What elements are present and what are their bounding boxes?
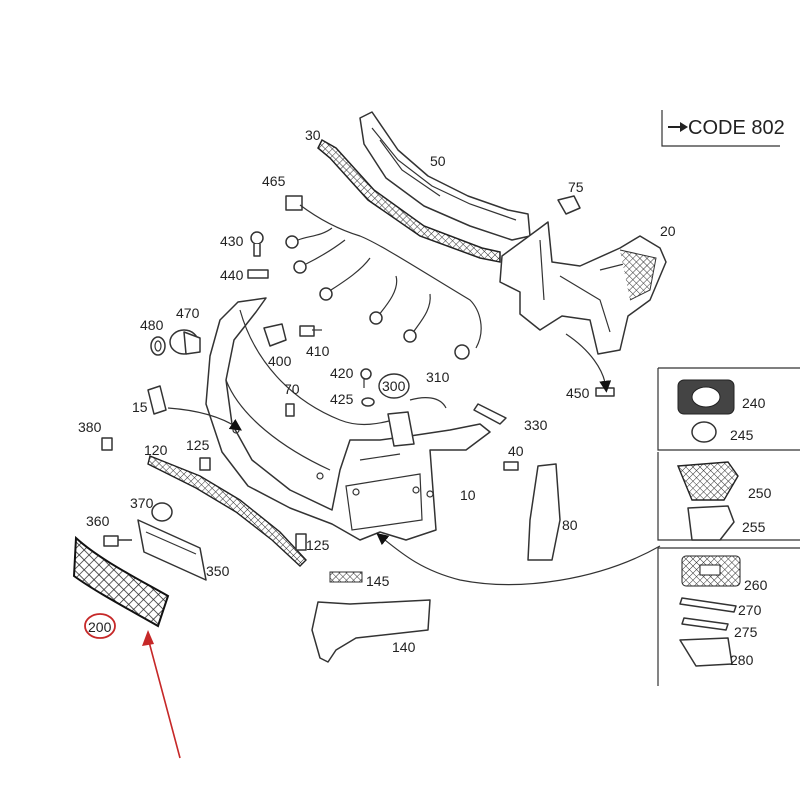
part-40-clip <box>503 461 519 471</box>
label-140: 140 <box>392 639 416 655</box>
part-440-clip <box>247 269 269 279</box>
part-310-cable <box>409 397 447 409</box>
arrow-head-icon <box>680 122 688 132</box>
code-label: CODE 802 <box>688 117 785 139</box>
label-440: 440 <box>220 267 244 283</box>
part-70-bolt <box>285 403 295 417</box>
leader-bumper-detail <box>376 533 661 586</box>
part-330-bar <box>473 403 507 425</box>
code-box: CODE 802 <box>661 110 785 147</box>
part-275-strip <box>681 617 729 631</box>
label-370: 370 <box>130 495 154 511</box>
label-125a: 125 <box>186 437 210 453</box>
part-450-screw <box>595 387 615 397</box>
part-360-bolt <box>103 535 132 547</box>
callout-circle-300 <box>378 373 410 399</box>
part-370-cap <box>151 502 173 522</box>
part-420-bolt <box>360 368 372 388</box>
label-10: 10 <box>460 487 476 503</box>
label-260: 260 <box>744 577 768 593</box>
label-380: 380 <box>78 419 102 435</box>
label-280: 280 <box>730 652 754 668</box>
label-425: 425 <box>330 391 354 407</box>
part-125b-clip <box>295 533 307 551</box>
part-270-strip <box>679 597 737 613</box>
label-255: 255 <box>742 519 766 535</box>
label-465: 465 <box>262 173 286 189</box>
part-10-bumper <box>205 297 491 541</box>
label-145: 145 <box>366 573 390 589</box>
label-15: 15 <box>132 399 148 415</box>
label-245: 245 <box>730 427 754 443</box>
part-labels: 10 15 20 30 40 50 70 75 80 120 125 125 1… <box>78 127 772 668</box>
label-410: 410 <box>306 343 330 359</box>
label-250: 250 <box>748 485 772 501</box>
label-50: 50 <box>430 153 446 169</box>
label-80: 80 <box>562 517 578 533</box>
part-120-strip <box>147 455 307 567</box>
label-125b: 125 <box>306 537 330 553</box>
part-400-sensor <box>263 323 287 347</box>
highlight-arrow-head <box>142 630 154 646</box>
label-470: 470 <box>176 305 200 321</box>
part-300-bracket <box>387 411 415 447</box>
part-20-bracket <box>499 221 667 355</box>
label-270: 270 <box>738 602 762 618</box>
label-120: 120 <box>144 442 168 458</box>
part-80-bracket <box>527 463 561 561</box>
part-380-clip <box>101 437 113 451</box>
label-30: 30 <box>305 127 321 143</box>
part-250-grille <box>676 461 739 501</box>
part-50-carrier <box>359 111 531 241</box>
part-125a-clip <box>199 457 211 471</box>
label-400: 400 <box>268 353 292 369</box>
part-145-strip <box>329 571 363 583</box>
part-410-bolt <box>299 325 322 337</box>
label-275: 275 <box>734 624 758 640</box>
part-245-ring <box>691 421 717 443</box>
label-70: 70 <box>284 381 300 397</box>
part-200-grille <box>72 535 170 628</box>
label-350: 350 <box>206 563 230 579</box>
part-465-harness <box>285 195 482 360</box>
label-480: 480 <box>140 317 164 333</box>
part-260-grille <box>681 555 741 587</box>
part-425-washer <box>361 397 375 407</box>
part-30-strip <box>317 138 501 263</box>
part-350-plate <box>137 519 207 581</box>
label-420: 420 <box>330 365 354 381</box>
label-200: 200 <box>88 619 112 635</box>
highlight-arrow <box>147 637 181 759</box>
label-450: 450 <box>566 385 590 401</box>
part-430-bolt <box>250 231 264 257</box>
part-15-bracket <box>147 385 167 415</box>
leader-450 <box>565 333 612 393</box>
label-360: 360 <box>86 513 110 529</box>
label-330: 330 <box>524 417 548 433</box>
side-panel <box>657 367 800 686</box>
label-75: 75 <box>568 179 584 195</box>
part-140-trim <box>311 599 431 663</box>
part-480-ring <box>150 336 166 356</box>
label-40: 40 <box>508 443 524 459</box>
highlight-circle <box>84 613 116 639</box>
part-280-housing <box>679 637 733 667</box>
label-20: 20 <box>660 223 676 239</box>
label-300: 300 <box>382 378 406 394</box>
label-240: 240 <box>742 395 766 411</box>
leader-15 <box>167 407 242 431</box>
part-255-frame <box>687 505 735 541</box>
part-240-bezel <box>677 379 735 415</box>
label-430: 430 <box>220 233 244 249</box>
label-310: 310 <box>426 369 450 385</box>
part-75-clip <box>557 195 581 215</box>
part-470-sensor <box>169 329 201 355</box>
